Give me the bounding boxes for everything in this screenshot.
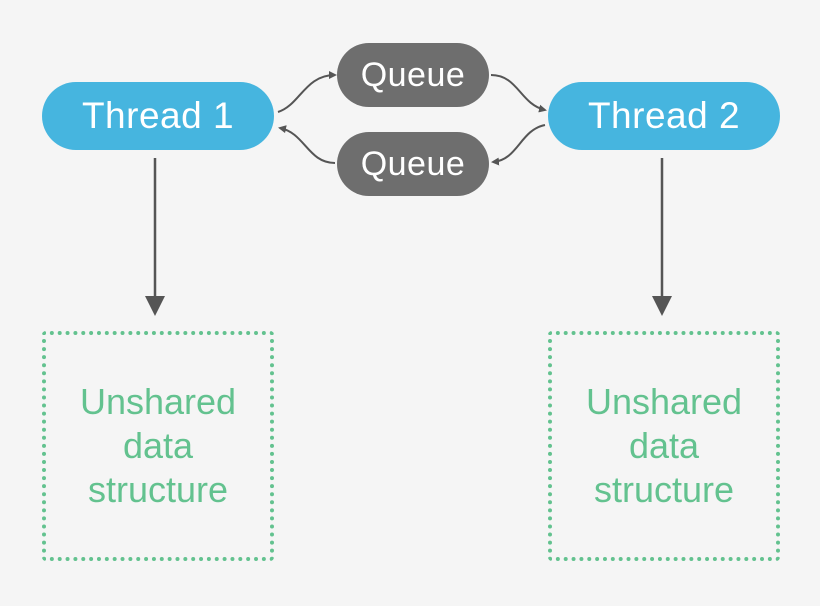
box-left-line-3: structure: [87, 469, 229, 510]
thread-1-label: Thread 1: [81, 95, 235, 136]
thread-1-node: Thread 1: [42, 82, 274, 150]
queue-top-label: Queue: [360, 55, 466, 94]
box-right-line-3: structure: [593, 469, 735, 510]
arrow-queue-bottom-to-thread1: [278, 125, 336, 164]
unshared-data-box-left: Unshared data structure: [42, 331, 274, 561]
box-right-line-2: data: [628, 425, 700, 466]
box-right-line-1: Unshared: [585, 381, 743, 422]
thread-2-label: Thread 2: [587, 95, 741, 136]
thread-2-node: Thread 2: [548, 82, 780, 150]
unshared-data-box-right: Unshared data structure: [548, 331, 780, 561]
arrowhead-thread1-down: [145, 296, 165, 316]
unshared-data-text-left: Unshared data structure: [63, 380, 253, 512]
arrow-thread2-to-queue-bottom: [491, 124, 546, 166]
arrow-thread1-to-queue-top: [277, 71, 337, 113]
unshared-data-text-right: Unshared data structure: [569, 380, 759, 512]
box-left-line-2: data: [122, 425, 194, 466]
queue-bottom-node: Queue: [337, 132, 489, 196]
box-left-line-1: Unshared: [79, 381, 237, 422]
arrowhead-thread2-down: [652, 296, 672, 316]
arrow-queue-top-to-thread2: [490, 74, 547, 113]
queue-top-node: Queue: [337, 43, 489, 107]
queue-bottom-label: Queue: [360, 144, 466, 183]
